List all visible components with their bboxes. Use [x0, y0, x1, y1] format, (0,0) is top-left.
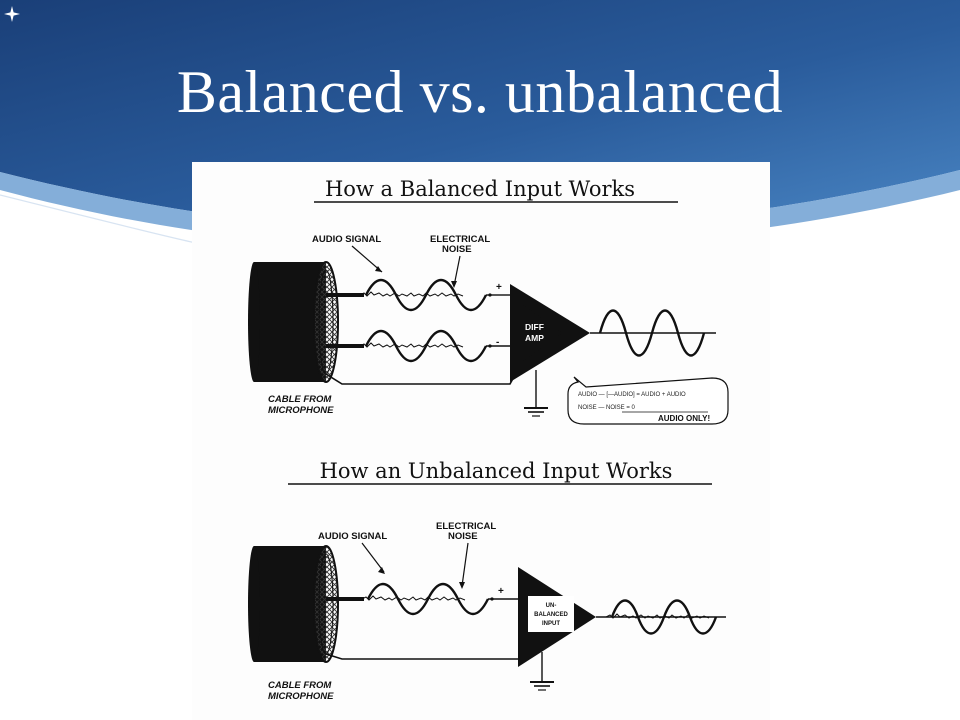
diff-amp-icon [510, 284, 590, 382]
unbalanced-amp-label: UN- [546, 603, 557, 609]
four-point-star-icon [4, 6, 20, 22]
signal-wave-unbalanced [361, 582, 518, 616]
signal-wave-top [359, 278, 500, 312]
diff-amp-label: DIFF [525, 322, 544, 332]
microphone-cable-icon-2 [248, 545, 339, 663]
unbalanced-amp-icon [518, 567, 596, 667]
cable-label-4: MICROPHONE [268, 691, 334, 702]
clean-output-wave [598, 309, 706, 357]
electrical-noise-label-3: ELECTRICAL [436, 521, 496, 532]
audio-signal-label: AUDIO SIGNAL [312, 234, 381, 245]
slide-title: Balanced vs. unbalanced [176, 59, 784, 125]
diff-amp-label-2: AMP [525, 333, 544, 343]
audio-signal-label-2: AUDIO SIGNAL [318, 531, 387, 542]
unbalanced-amp-label-3: INPUT [542, 621, 560, 627]
minus-sign: - [496, 337, 499, 348]
plus-sign: + [496, 282, 502, 293]
cable-label-3: CABLE FROM [268, 680, 332, 691]
noisy-output-wave [605, 599, 718, 635]
cable-label-2: MICROPHONE [268, 405, 334, 416]
electrical-noise-label: ELECTRICAL [430, 234, 490, 245]
formula-result: AUDIO ONLY! [658, 414, 710, 423]
signal-wave-bottom [359, 329, 510, 363]
formula-line-2: NOISE — NOISE = 0 [578, 405, 636, 411]
diagram-panel: How a Balanced Input Works AU [192, 162, 770, 720]
unbalanced-amp-label-2: BALANCED [534, 612, 568, 618]
unbalanced-title: How an Unbalanced Input Works [320, 459, 673, 483]
plus-sign-2: + [498, 586, 504, 597]
electrical-noise-label-2: NOISE [442, 244, 472, 255]
microphone-cable-icon [248, 261, 339, 383]
balanced-unbalanced-diagram: How a Balanced Input Works AU [248, 177, 729, 702]
electrical-noise-label-4: NOISE [448, 531, 478, 542]
balanced-title: How a Balanced Input Works [325, 177, 635, 201]
cable-label: CABLE FROM [268, 394, 332, 405]
formula-line-1: AUDIO — [—AUDIO] = AUDIO + AUDIO [578, 392, 686, 398]
